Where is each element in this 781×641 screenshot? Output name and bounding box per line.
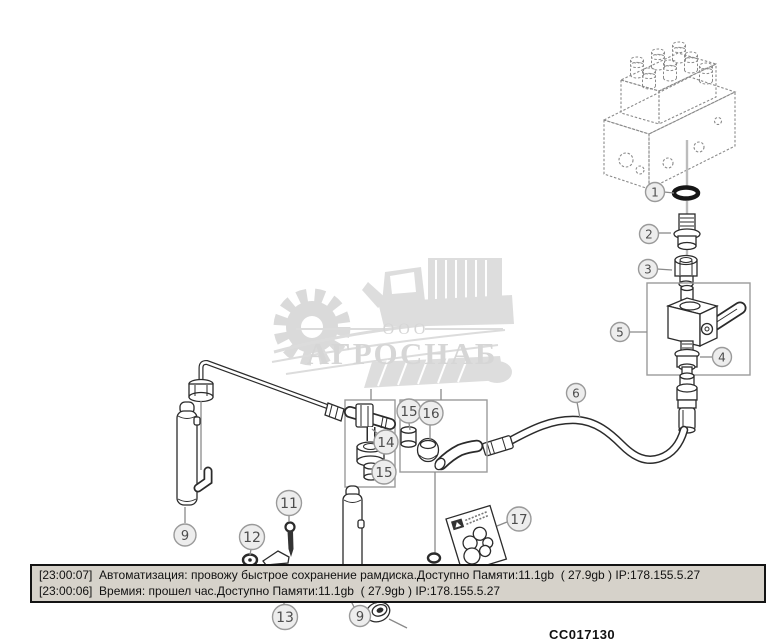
callout-5: 5 [609,321,631,343]
hose-end-fitting-right [676,372,698,434]
callout-13: 13 [271,603,299,631]
watermark-prefix: ООО [383,321,430,338]
nut-part-16 [416,437,440,463]
seal-kit-packet-17 [445,504,508,574]
callout-9-left-label: 9 [181,529,189,544]
callout-6: 6 [565,382,587,404]
valve-block [602,41,737,190]
bracket-part-13 [262,550,290,566]
callout-9-bottom-label: 9 [356,610,364,625]
callout-15-lower-label: 15 [375,465,392,481]
group-box-15-16 [399,399,488,473]
callout-2-label: 2 [645,228,653,242]
status-log-bar: [23:00:07] Автоматизация: провожу быстро… [30,564,766,603]
fitting-part-4 [674,340,700,375]
callout-4: 4 [711,346,733,368]
callout-16-label: 16 [422,406,439,422]
pin-part-11 [284,521,296,557]
callout-leaders [184,191,712,556]
fitting-part-2 [673,213,701,251]
watermark-logo: ООО АГРОСНАБ [271,258,514,388]
fitting-part-3 [674,254,698,288]
callout-14: 14 [373,429,399,455]
callout-12-label: 12 [243,530,261,546]
callout-4-label: 4 [718,351,726,365]
callout-2: 2 [638,223,660,245]
callout-16: 16 [418,400,444,426]
watermark-name: АГРОСНАБ [307,336,498,371]
valve-part-5 [665,284,747,348]
status-log-line-2: [23:00:06] Времия: прошел час.Доступно П… [39,583,501,598]
tube-nut-part [188,378,214,403]
elbow-fitting-part [434,439,484,471]
callout-3: 3 [637,258,659,280]
callout-14-label: 14 [377,435,394,451]
steel-tube-part [198,359,345,422]
callout-5-label: 5 [616,326,624,340]
callout-3-label: 3 [644,263,652,277]
callout-15-lower: 15 [371,459,397,485]
callout-12: 12 [238,523,266,551]
callout-1-label: 1 [651,186,659,200]
hose-part-6 [481,415,689,465]
nut-part-15-right [400,426,417,448]
callout-17-label: 17 [510,512,527,528]
callout-13-label: 13 [276,610,294,626]
harvester-icon [362,258,514,388]
callout-1: 1 [644,181,666,203]
status-log-line-1: [23:00:07] Автоматизация: провожу быстро… [39,568,701,582]
callout-9-left: 9 [173,523,197,547]
group-box-5 [646,282,751,376]
flanged-bushing-part [365,601,391,623]
callout-17: 17 [506,506,532,532]
callout-6-label: 6 [572,387,580,401]
callout-11: 11 [275,489,303,517]
callout-15-top: 15 [396,398,422,424]
tee-fitting-part-14 [344,403,396,441]
callout-11-label: 11 [280,496,298,512]
callout-9-bottom: 9 [348,604,372,628]
callout-15-top-label: 15 [400,404,417,420]
small-grommet [426,552,442,564]
o-ring-part [671,185,701,201]
figure-code: CC017130 [549,627,616,641]
cylinder-part-9-left [176,401,213,506]
